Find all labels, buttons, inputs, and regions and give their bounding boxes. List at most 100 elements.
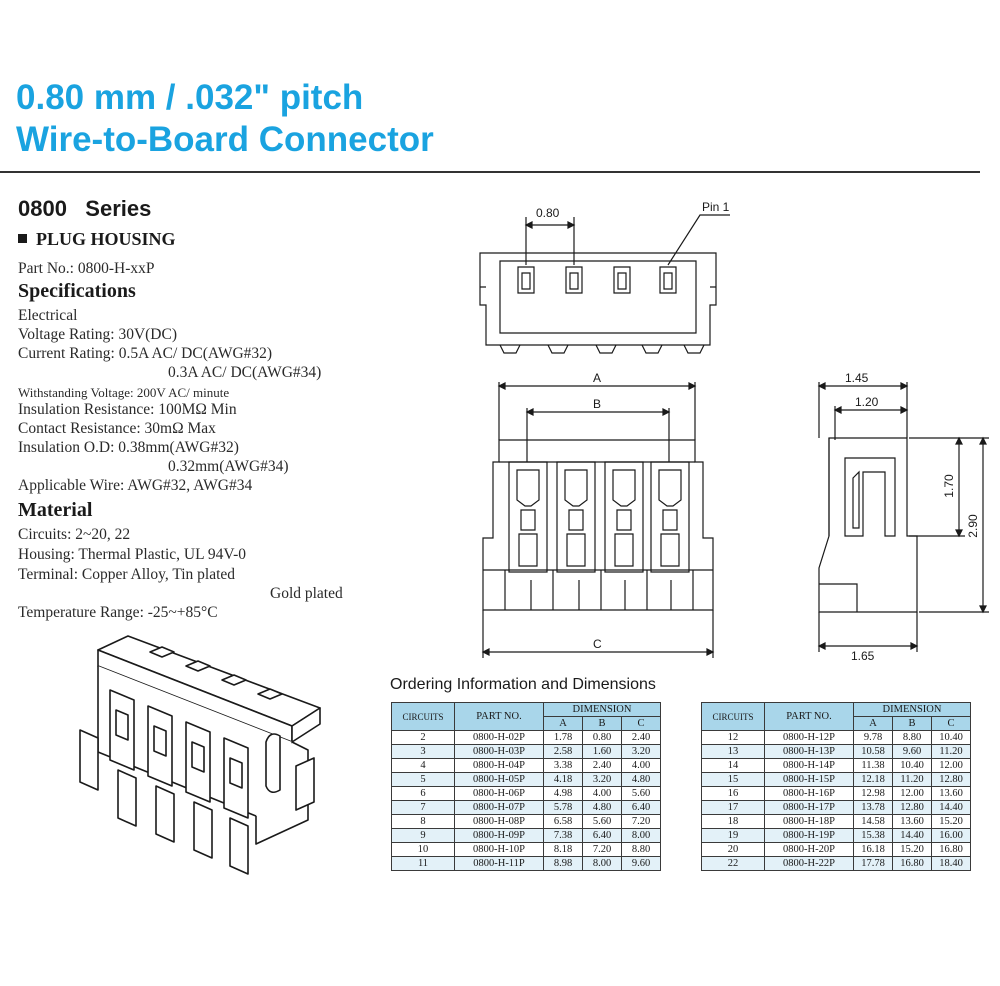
table-cell: 9 (391, 828, 455, 843)
header-divider (0, 171, 980, 173)
page-title-line2: Wire-to-Board Connector (16, 120, 434, 159)
table-cell: 3.20 (621, 744, 661, 759)
col-c: C (931, 716, 971, 731)
table-cell: 0800-H-03P (454, 744, 544, 759)
table-cell: 11.20 (892, 772, 932, 787)
side-dim-145-label: 1.45 (845, 371, 869, 385)
table-cell: 4.18 (543, 772, 583, 787)
table-cell: 0800-H-16P (764, 786, 854, 801)
table-cell: 2.58 (543, 744, 583, 759)
side-view-drawing: 1.45 1.20 1.70 2.90 1.65 (817, 371, 989, 660)
table-cell: 13 (701, 744, 765, 759)
material-terminal-2: Gold plated (270, 585, 343, 602)
table-cell: 18 (701, 814, 765, 829)
table-cell: 0800-H-14P (764, 758, 854, 773)
table-cell: 4.80 (621, 772, 661, 787)
table-cell: 7 (391, 800, 455, 815)
table-cell: 1.78 (543, 730, 583, 745)
table-cell: 3.20 (582, 772, 622, 787)
material-heading: Material (18, 499, 93, 521)
dim-b-label: B (593, 397, 601, 411)
table-cell: 10.40 (892, 758, 932, 773)
table-cell: 7.38 (543, 828, 583, 843)
table-cell: 8.18 (543, 842, 583, 857)
spec-withstanding: Withstanding Voltage: 200V AC/ minute (18, 385, 230, 400)
table-cell: 17.78 (853, 856, 893, 871)
table-cell: 16.80 (892, 856, 932, 871)
spec-electrical: Electrical (18, 307, 78, 324)
front-view-drawing: 0.80 Pin 1 (479, 200, 730, 354)
col-circuits: CIRCUITS (391, 702, 455, 731)
table-cell: 6.58 (543, 814, 583, 829)
page-title-line1: 0.80 mm / .032" pitch (16, 78, 364, 117)
material-housing: Housing: Thermal Plastic, UL 94V-0 (18, 546, 247, 563)
table-cell: 8.00 (582, 856, 622, 871)
table-cell: 13.60 (892, 814, 932, 829)
table-cell: 0800-H-13P (764, 744, 854, 759)
col-dimension: DIMENSION (543, 702, 661, 717)
spec-insulation-od: Insulation O.D: 0.38mm(AWG#32) (18, 439, 239, 456)
part-number: Part No.: 0800-H-xxP (18, 260, 155, 277)
spec-current: Current Rating: 0.5A AC/ DC(AWG#32) (18, 345, 273, 362)
table-cell: 8.00 (621, 828, 661, 843)
col-circuits: CIRCUITS (701, 702, 765, 731)
table-cell: 8.98 (543, 856, 583, 871)
table-cell: 8 (391, 814, 455, 829)
table-cell: 6 (391, 786, 455, 801)
table-cell: 7.20 (582, 842, 622, 857)
table-cell: 0800-H-17P (764, 800, 854, 815)
specifications-heading: Specifications (18, 280, 136, 302)
table-cell: 12.80 (892, 800, 932, 815)
ordering-title: Ordering Information and Dimensions (390, 676, 656, 693)
table-cell: 0800-H-06P (454, 786, 544, 801)
table-cell: 12.98 (853, 786, 893, 801)
product-heading: PLUG HOUSING (18, 229, 176, 250)
side-dim-120-label: 1.20 (855, 395, 879, 409)
table-cell: 9.78 (853, 730, 893, 745)
table-cell: 6.40 (582, 828, 622, 843)
material-terminal: Terminal: Copper Alloy, Tin plated (18, 566, 236, 583)
table-cell: 3 (391, 744, 455, 759)
table-cell: 9.60 (892, 744, 932, 759)
table-cell: 3.38 (543, 758, 583, 773)
table-cell: 18.40 (931, 856, 971, 871)
side-dim-165-label: 1.65 (851, 649, 875, 660)
table-cell: 20 (701, 842, 765, 857)
table-cell: 17 (701, 800, 765, 815)
table-cell: 0800-H-09P (454, 828, 544, 843)
table-cell: 5.78 (543, 800, 583, 815)
table-cell: 10.40 (931, 730, 971, 745)
pitch-dimension-label: 0.80 (536, 206, 560, 220)
col-a: A (853, 716, 893, 731)
spec-applicable-wire: Applicable Wire: AWG#32, AWG#34 (18, 477, 253, 494)
table-cell: 0800-H-18P (764, 814, 854, 829)
dim-c-label: C (593, 637, 602, 651)
table-cell: 4 (391, 758, 455, 773)
table-cell: 11.38 (853, 758, 893, 773)
table-cell: 0800-H-12P (764, 730, 854, 745)
pin1-label: Pin 1 (702, 200, 730, 214)
table-cell: 0.80 (582, 730, 622, 745)
product-name: PLUG HOUSING (36, 229, 176, 249)
table-cell: 16.00 (931, 828, 971, 843)
col-part-no: PART NO. (454, 702, 544, 731)
table-cell: 15.20 (931, 814, 971, 829)
table-cell: 4.98 (543, 786, 583, 801)
table-cell: 4.80 (582, 800, 622, 815)
dim-a-label: A (593, 371, 601, 385)
table-cell: 14.40 (892, 828, 932, 843)
table-cell: 22 (701, 856, 765, 871)
